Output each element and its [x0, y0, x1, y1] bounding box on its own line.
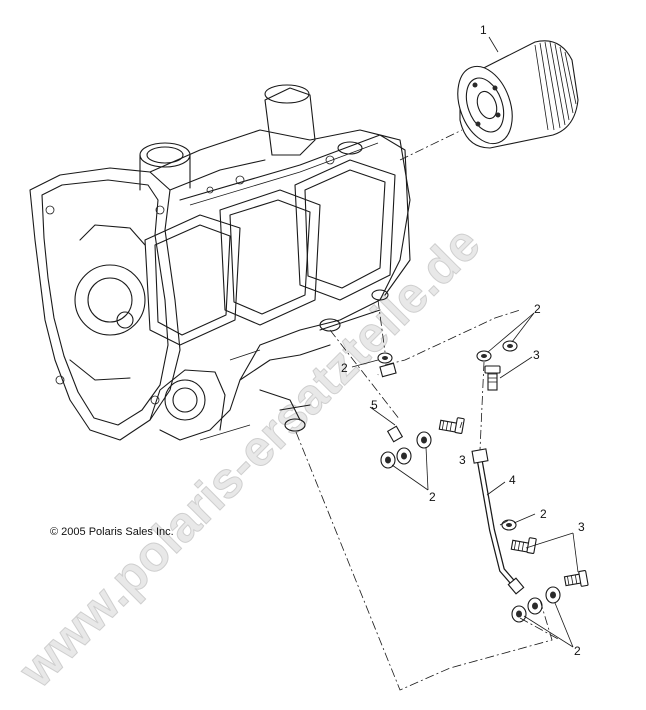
callout-hose-4: 4 — [509, 473, 516, 487]
gasket-upper-left — [377, 352, 393, 364]
gasket-upper-right-a — [476, 350, 492, 362]
gasket-mid-a — [380, 451, 396, 469]
callout-oil-filter: 1 — [480, 23, 487, 37]
callout-gaskets-bottom: 2 — [574, 644, 581, 658]
callout-gaskets-lower-left: 2 — [429, 490, 436, 504]
callout-bolt-middle: 3 — [459, 453, 466, 467]
copyright-text: © 2005 Polaris Sales Inc. — [50, 526, 174, 538]
bolt-upper-right — [484, 365, 501, 391]
gasket-bottom-b — [527, 597, 543, 615]
bolt-lower-right-b — [563, 570, 589, 587]
gasket-lower-right — [501, 519, 517, 531]
gasket-mid-c — [416, 431, 432, 449]
bolt-middle — [438, 417, 465, 434]
oil-hose-5 — [374, 362, 404, 443]
engine-crankcase — [29, 84, 411, 441]
oil-filter — [457, 40, 579, 149]
callout-bolts-lower-right: 3 — [578, 520, 585, 534]
callout-gasket-upper-right: 2 — [534, 302, 541, 316]
callout-numbers: 1 2 2 3 5 3 2 4 2 3 2 — [341, 23, 585, 658]
watermark-text: www.polaris-ersatzteile.de — [7, 215, 490, 698]
gasket-bottom-c — [545, 586, 561, 604]
assembly-lines — [295, 129, 561, 691]
gasket-bottom-a — [511, 605, 527, 623]
bolt-lower-right-a — [510, 537, 537, 554]
gasket-upper-right-b — [502, 340, 518, 352]
callout-gasket-lower-right: 2 — [540, 507, 547, 521]
gasket-mid-b — [396, 447, 412, 465]
callout-gasket-upper-left: 2 — [341, 361, 348, 375]
callout-leaders — [351, 36, 579, 648]
callout-hose-5: 5 — [371, 398, 378, 412]
callout-bolt-upper-right: 3 — [533, 348, 540, 362]
oil-hose-4 — [471, 448, 525, 595]
